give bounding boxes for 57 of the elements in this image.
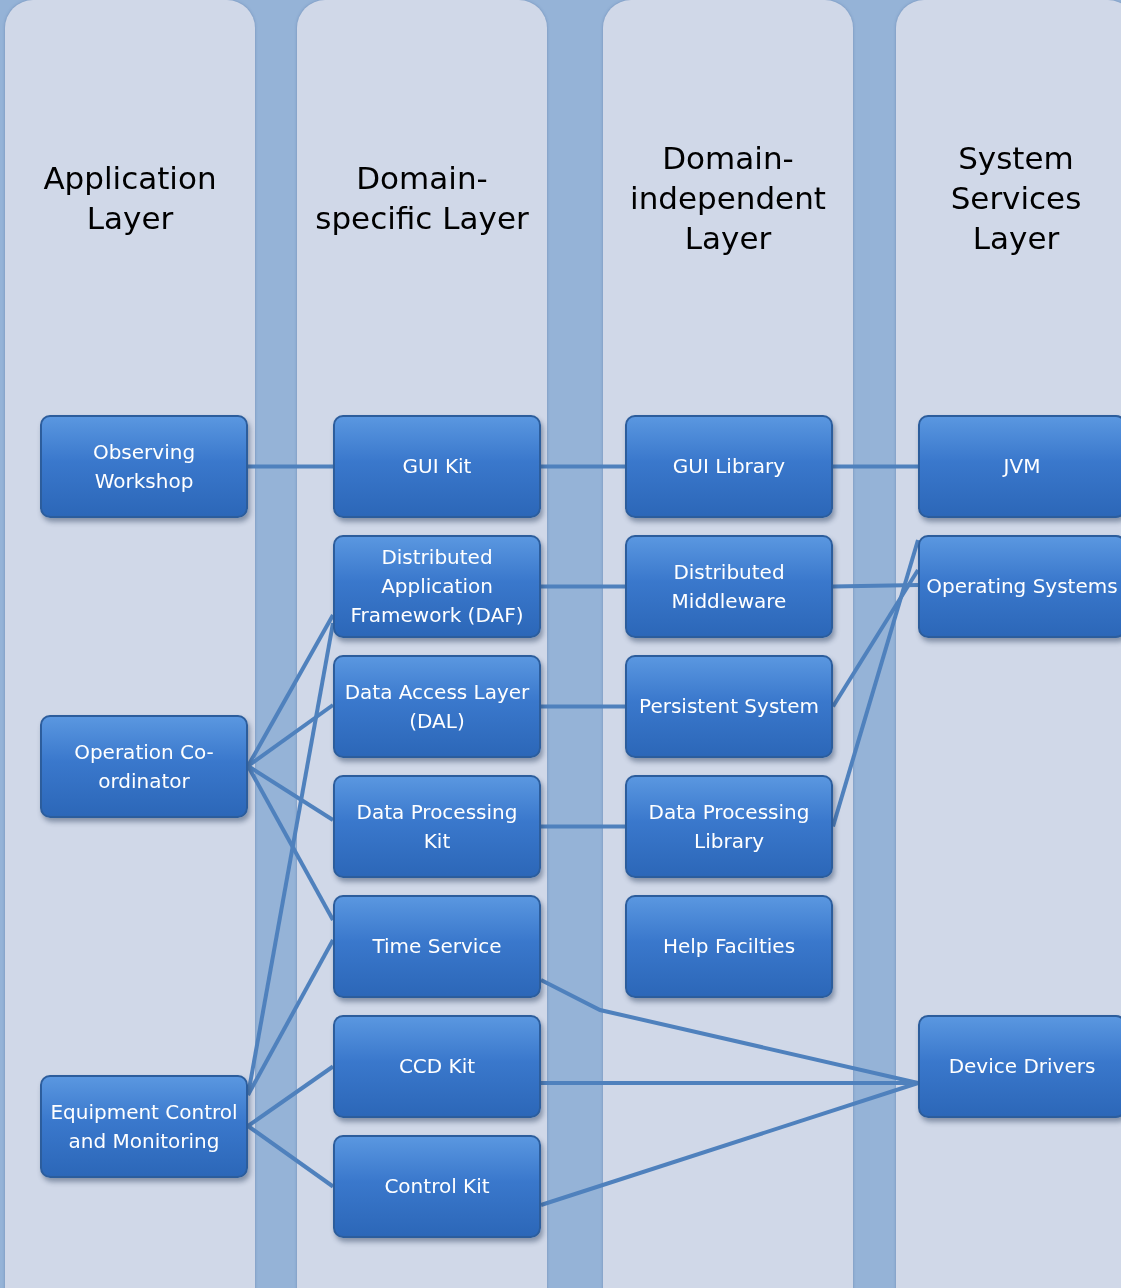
layer-heading: Application Layer [42, 158, 218, 238]
component-label: Help Facilties [661, 933, 797, 960]
component-box [918, 535, 1121, 638]
connector-line [246, 1064, 335, 1128]
connector-line [541, 584, 625, 589]
component-box [333, 895, 541, 998]
component-label: Observing Workshop [91, 438, 197, 495]
component-box [40, 715, 248, 818]
connector-line [541, 824, 625, 829]
layer-column [297, 0, 547, 1288]
component-box [625, 535, 833, 638]
component-label: Data Access Layer (DAL) [343, 678, 531, 735]
component-label: Distributed Middleware [670, 558, 788, 615]
component-label: Time Service [371, 933, 503, 960]
layer-column [603, 0, 853, 1288]
component-label: Distributed Application Framework (DAF) [349, 544, 525, 629]
component-box [918, 1015, 1121, 1118]
component-box [333, 1135, 541, 1238]
component-label: GUI Library [671, 453, 787, 480]
connector-line [246, 939, 335, 1096]
component-box [333, 775, 541, 878]
component-box [333, 655, 541, 758]
connector-line [248, 464, 333, 469]
component-box [333, 1015, 541, 1118]
component-label: Operation Co-ordinator [73, 738, 215, 795]
connector-line [541, 464, 625, 469]
component-label: Equipment Control and Monitoring [49, 1098, 239, 1155]
component-label: GUI Kit [401, 453, 473, 480]
component-label: Device Drivers [947, 1053, 1097, 1080]
component-box [333, 415, 541, 518]
component-label: Control Kit [383, 1173, 491, 1200]
component-box [625, 775, 833, 878]
component-label: Persistent System [638, 693, 820, 720]
layer-heading: Domain-independent Layer [629, 138, 827, 258]
connector-line [246, 765, 335, 921]
component-box [625, 895, 833, 998]
connector-line [831, 568, 920, 708]
component-box [40, 415, 248, 518]
connector-line [541, 704, 625, 709]
layer-heading: Domain-specific Layer [314, 158, 530, 238]
component-label: Operating Systems [925, 573, 1119, 600]
component-box [333, 535, 541, 638]
layer-column [896, 0, 1121, 1288]
component-box [918, 415, 1121, 518]
connector-line [246, 1124, 335, 1189]
component-box [625, 415, 833, 518]
connector-line [832, 583, 919, 589]
component-box [40, 1075, 248, 1178]
layer-heading: System Services Layer [949, 138, 1083, 258]
component-label: Data Processing Library [647, 798, 811, 855]
layer-column [5, 0, 255, 1288]
component-label: CCD Kit [397, 1053, 477, 1080]
connector-line [833, 464, 918, 469]
component-box [625, 655, 833, 758]
component-label: JVM [1001, 453, 1042, 480]
connector-line [831, 539, 920, 828]
component-label: Data Processing Kit [355, 798, 519, 855]
